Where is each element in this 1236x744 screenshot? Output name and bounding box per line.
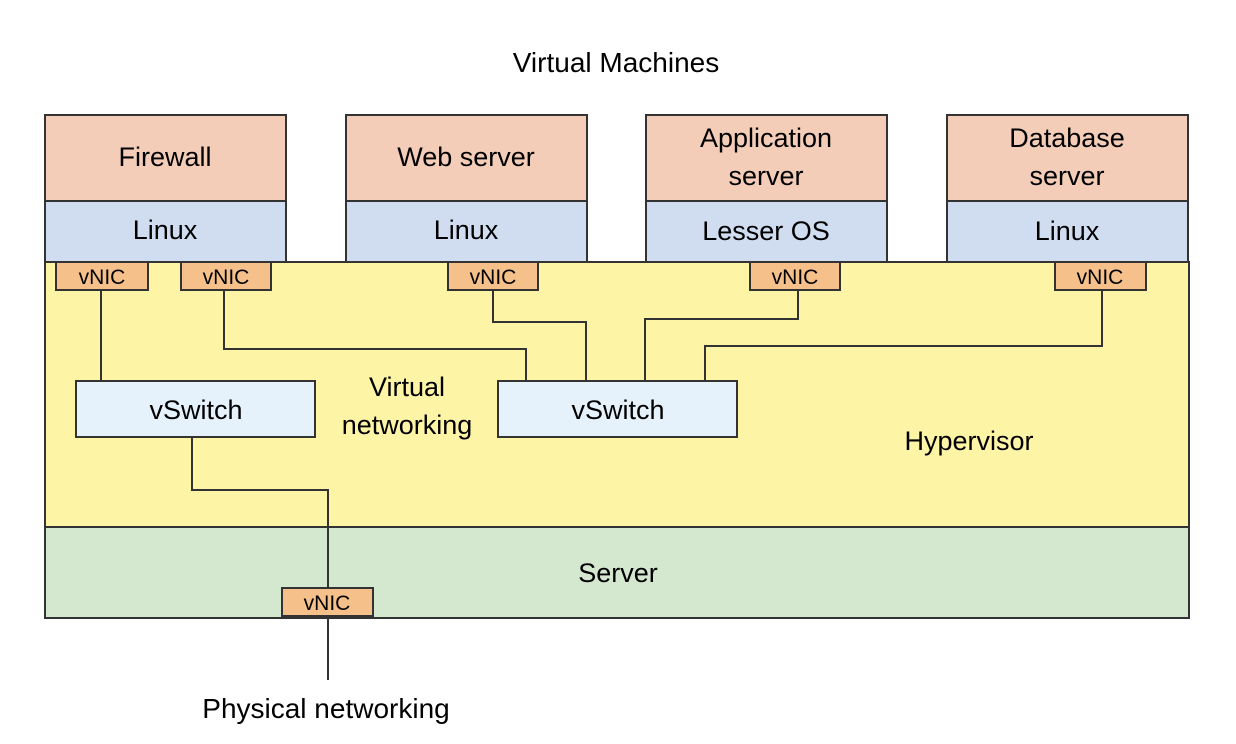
vm-app-label: Firewall [118,142,211,172]
vnic-firewall-2: vNIC [180,261,272,291]
vm-web-server: Web server Linux [345,114,588,263]
vm-os-box [946,200,1189,263]
vswitch-label: vSwitch [571,395,664,425]
link-dbserver-vnic-to-vswitch2 [704,290,1103,381]
vm-os-box [345,200,588,263]
vnic-physical: vNIC [281,587,374,617]
vnic-database-server: vNIC [1054,261,1147,291]
diagram-title: Virtual Machines [513,47,719,78]
vm-database-server: Database server Linux [946,114,1189,263]
vnic-label: vNIC [772,266,819,289]
vm-firewall: Firewall Linux [44,114,287,263]
hypervisor-label: Hypervisor [904,426,1033,456]
vm-app-label: Web server [397,142,535,172]
link-firewall-vnic2-to-vswitch2 [223,290,527,381]
virtual-networking-label-line1: Virtual [369,372,445,402]
vnic-label: vNIC [470,266,517,289]
vm-app-label-line2: server [728,161,803,191]
vswitch-left: vSwitch [75,380,316,438]
vnic-web-server: vNIC [447,261,539,291]
vm-app-label-line2: server [1029,161,1104,191]
vswitch-label: vSwitch [149,395,242,425]
vswitch-right: vSwitch [497,380,738,438]
link-webserver-vnic-to-vswitch2 [492,290,587,381]
vnic-label: vNIC [1077,266,1124,289]
vm-app-label-line1: Application [700,123,832,153]
vnic-label: vNIC [203,266,250,289]
physical-networking-label: Physical networking [202,693,449,724]
vnic-firewall-1: vNIC [55,261,149,291]
vm-os-label: Linux [1035,216,1100,246]
vnic-label: vNIC [79,266,126,289]
server-label: Server [578,558,658,588]
vm-app-label-line1: Database [1009,123,1125,153]
vm-os-box [645,200,888,263]
link-appserver-vnic-to-vswitch2 [644,290,799,381]
vnic-application-server: vNIC [749,261,841,291]
vm-app-box [44,114,287,202]
vm-os-label: Linux [434,215,499,245]
vnic-label: vNIC [304,592,351,615]
vm-os-label: Lesser OS [702,216,830,246]
vm-os-box [44,200,287,263]
vm-application-server: Application server Lesser OS [645,114,888,263]
link-vswitch1-to-physical-vnic [191,437,329,588]
vm-os-label: Linux [133,215,198,245]
server-layer [44,526,1190,619]
virtual-networking-label-line2: networking [342,410,473,440]
network-connections [100,290,1103,680]
